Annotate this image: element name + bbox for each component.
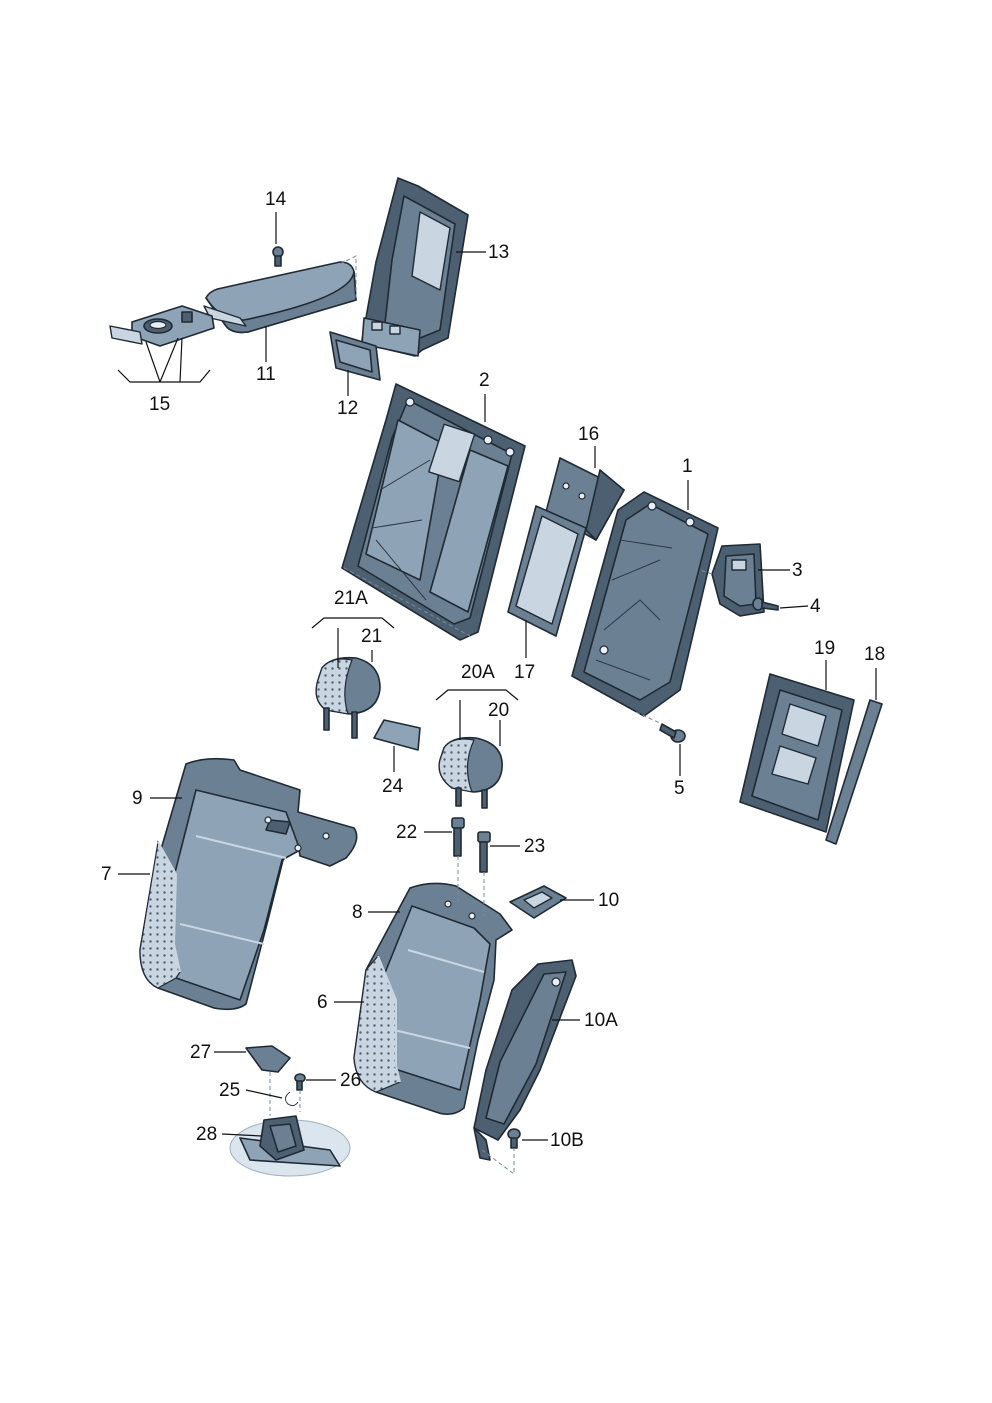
label-6: 6 [317,992,328,1013]
part-1-backrest-frame [571,491,719,717]
label-24: 24 [382,776,404,797]
part-3-bracket [711,543,765,617]
part-26-screw [294,1073,306,1091]
label-11: 11 [256,364,276,385]
part-28-latch-base [229,1115,351,1177]
part-5-screw [659,723,686,743]
part-7-backrest-cover-perforated [139,840,181,989]
label-10b: 10B [550,1130,584,1151]
part-6-backrest-cover-perforated [353,954,401,1093]
part-2-backrest-frame [341,383,526,641]
label-16: 16 [578,424,599,445]
label-2: 2 [479,370,490,391]
label-10: 10 [598,890,619,911]
part-12-cover [329,331,381,381]
part-23-guide [477,831,491,873]
label-28: 28 [196,1124,217,1145]
part-18-strip [825,699,883,845]
assembly-line-10b [481,1148,515,1175]
label-7: 7 [101,864,112,885]
assembly-line-screw-5 [635,711,663,725]
label-15: 15 [149,394,170,415]
part-9-backrest-cover [139,757,358,1011]
label-22: 22 [396,822,417,843]
label-5: 5 [674,778,685,799]
part-17-panel [507,505,587,637]
label-27: 27 [190,1042,211,1063]
part-10b-screw [507,1128,521,1149]
label-25: 25 [219,1080,240,1101]
leader-lines [117,212,877,1141]
part-4-screw [752,597,779,611]
label-8: 8 [352,902,363,923]
part-10-trim [509,885,567,919]
part-24-cap [373,719,421,751]
part-13-armrest-housing [361,177,469,357]
part-11-armrest [203,261,357,334]
label-3: 3 [792,560,803,581]
part-21-head-restraint [315,656,381,739]
part-20-head-restraint [438,736,503,809]
part-19-side-panel [739,673,855,833]
label-18: 18 [864,644,885,665]
label-20: 20 [488,700,509,721]
label-9: 9 [132,788,143,809]
label-21: 21 [361,626,382,647]
assembly-line-latch [269,1072,301,1116]
label-23: 23 [524,836,545,857]
part-25-clip [284,1091,299,1107]
part-10a-side-trim [473,959,577,1161]
label-20a: 20A [461,662,495,683]
label-26: 26 [340,1070,361,1091]
assembly-line-bracket [699,569,713,575]
label-4: 4 [810,596,821,617]
part-14-screw [272,246,284,267]
part-15-cup-holder [109,305,215,347]
label-1: 1 [682,456,693,477]
part-labels: 14 13 11 15 12 2 16 1 3 4 21A 21 17 19 1… [101,189,885,1151]
label-21a: 21A [334,588,368,609]
assembly-line-frame [343,567,471,637]
label-10a: 10A [584,1010,618,1031]
label-17: 17 [514,662,535,683]
part-27-cover [245,1045,291,1073]
part-22-guide [451,817,465,857]
label-13: 13 [488,242,509,263]
label-14: 14 [265,189,287,210]
label-12: 12 [337,398,358,419]
assembly-line-armrest [339,255,357,300]
label-19: 19 [814,638,835,659]
